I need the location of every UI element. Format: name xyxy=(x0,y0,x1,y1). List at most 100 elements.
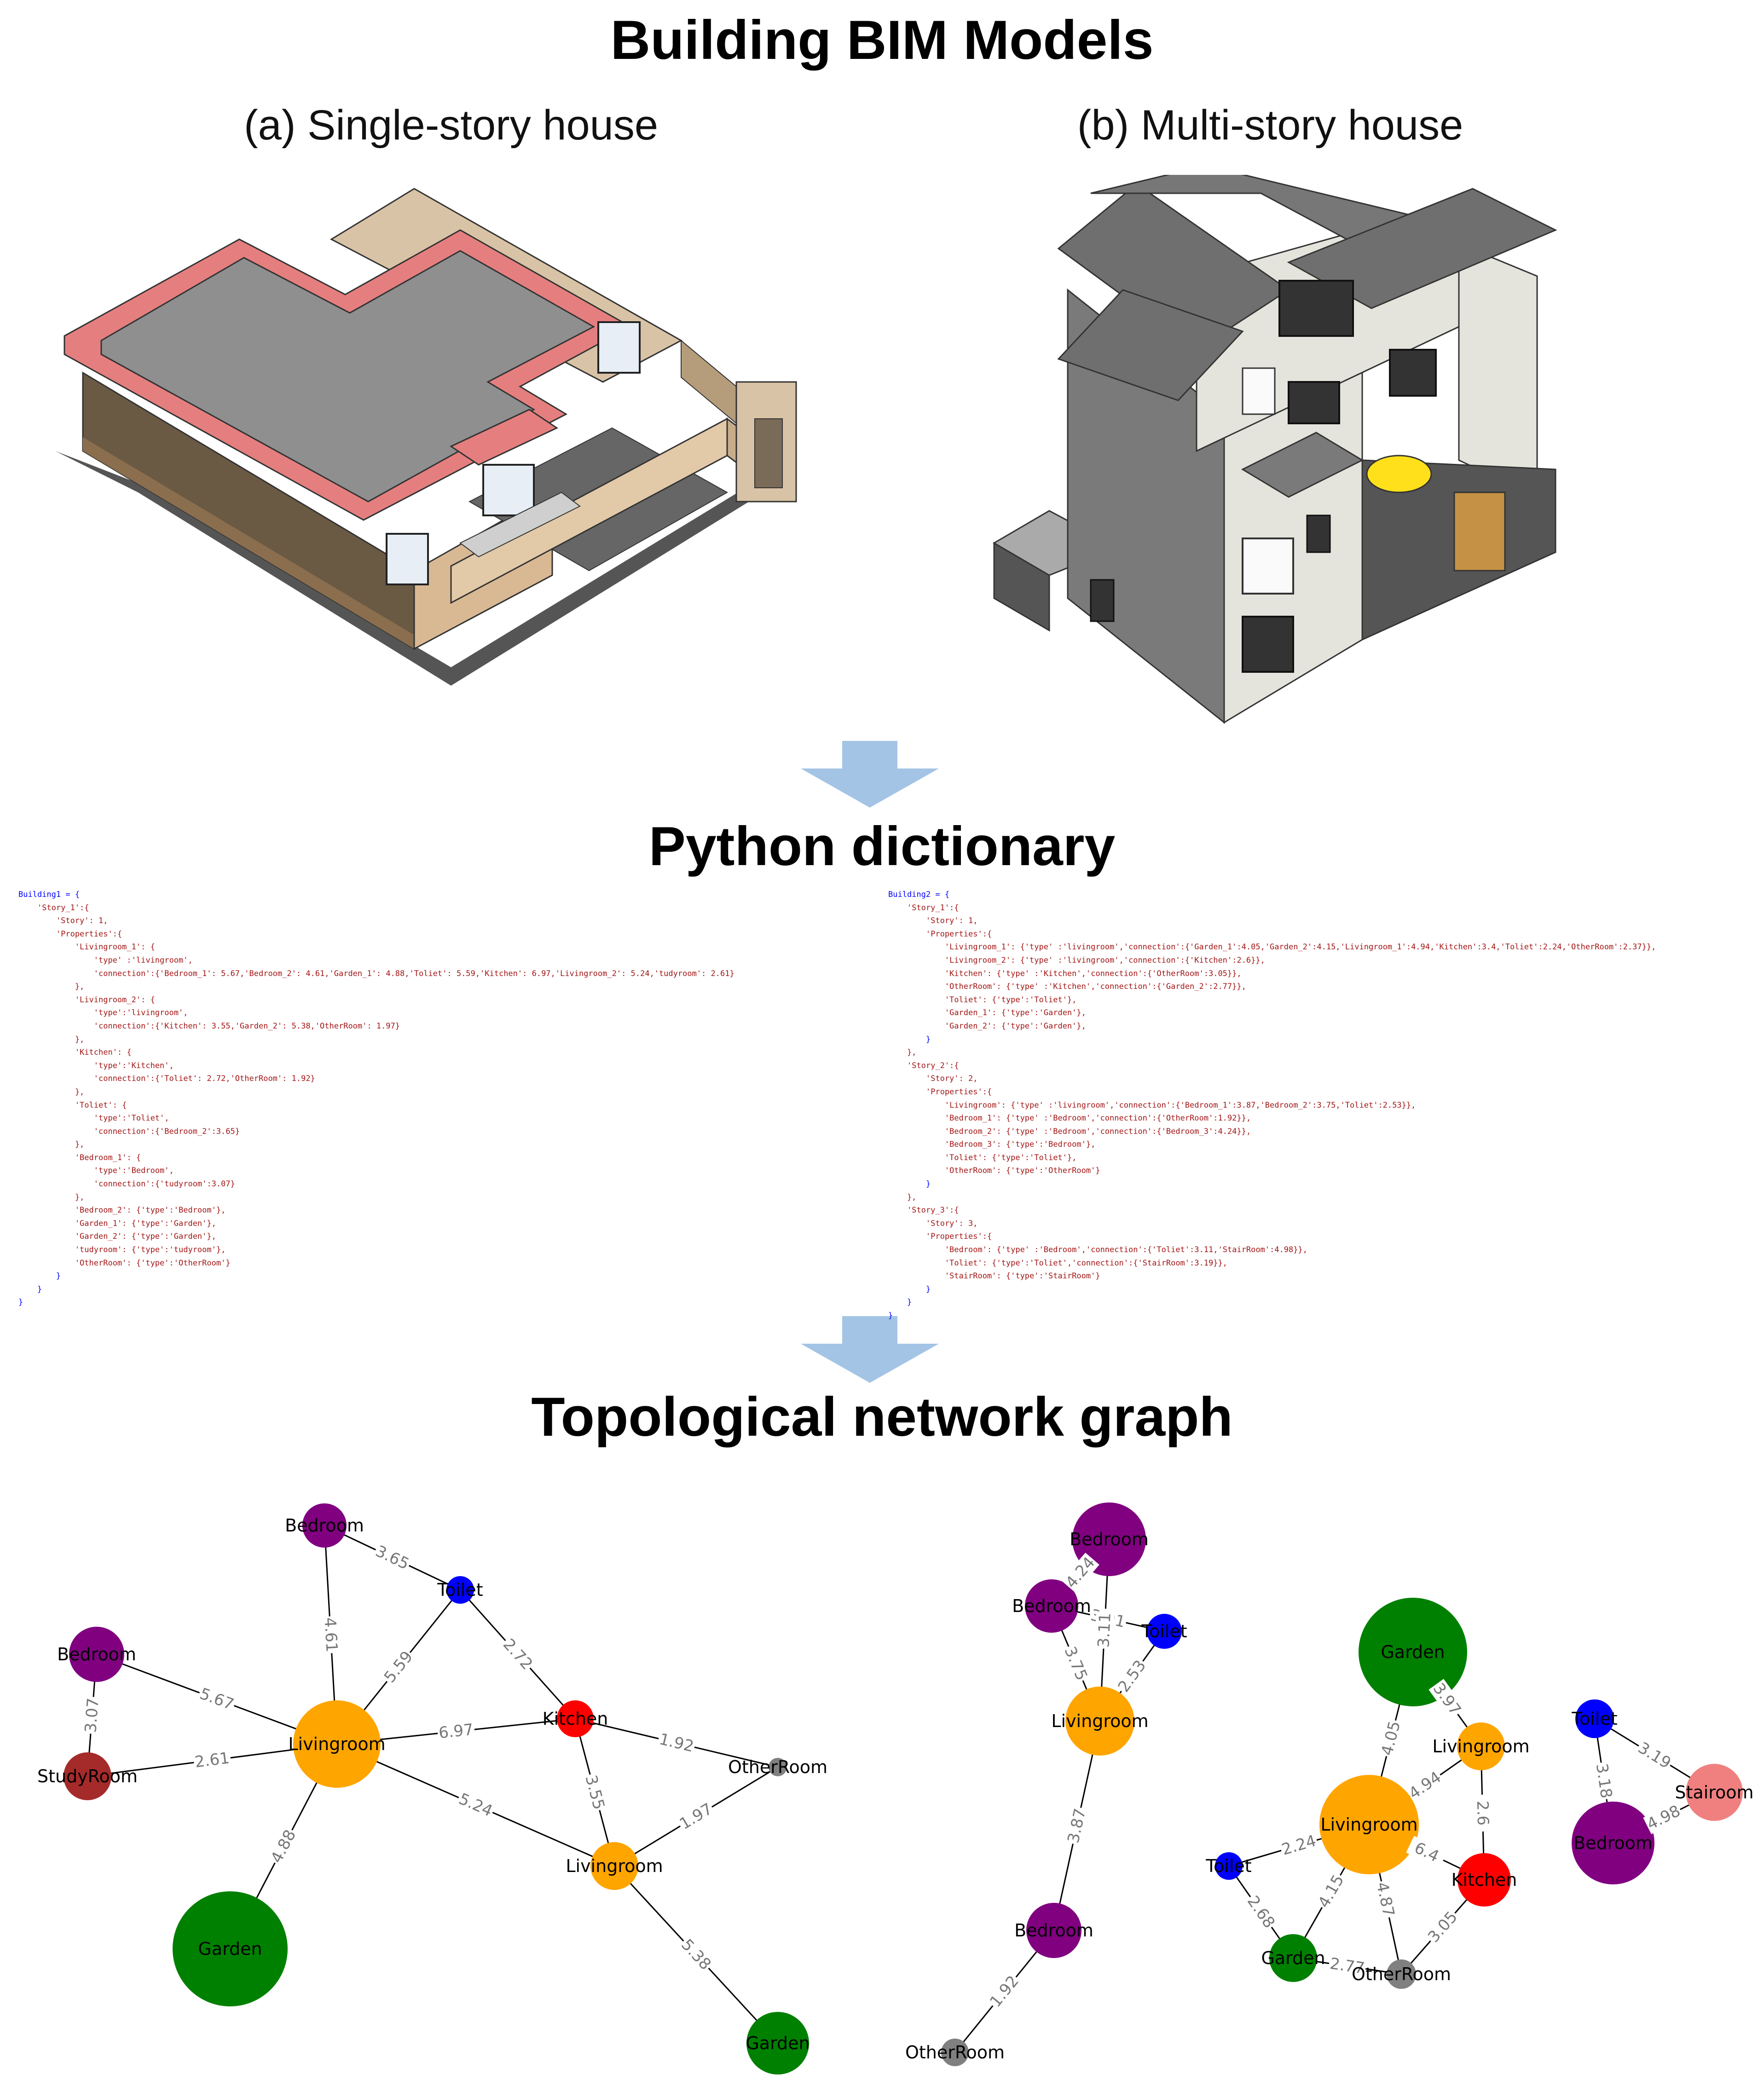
code-line: 'Livingroom': {'type' :'livingroom','con… xyxy=(888,1100,1416,1110)
graph-node-toilet xyxy=(1215,1852,1243,1880)
graph-node-label: Bedroom xyxy=(1573,1833,1653,1853)
graph-node-label: Kitchen xyxy=(1452,1870,1517,1890)
graph-node-bedroom xyxy=(302,1503,347,1548)
down-arrow-2 xyxy=(801,1316,939,1383)
edge-weight-label: 3.75 xyxy=(1060,1644,1091,1683)
code-line: 'Livingroom_2': { xyxy=(18,995,155,1005)
edge-label-background xyxy=(581,1772,609,1813)
edge-label-background xyxy=(371,1541,413,1574)
code-line: }, xyxy=(888,1048,917,1057)
code-line: }, xyxy=(18,1034,85,1044)
edge-label-background xyxy=(1094,1611,1115,1649)
code-line: }, xyxy=(888,1192,917,1202)
code-line: } xyxy=(888,1179,931,1189)
code-line: 'Livingroom_2': {'type' :'livingroom','c… xyxy=(888,955,1265,965)
code-line: } xyxy=(888,1034,931,1044)
graph-node-label: Toilet xyxy=(437,1580,483,1600)
code-line: } xyxy=(888,1284,931,1294)
edge-label-background xyxy=(196,1684,237,1715)
edge-weight-label: 3.07 xyxy=(81,1697,103,1733)
code-line: 'Toliet': {'type':'Toliet'}, xyxy=(888,995,1077,1005)
edge-label-background xyxy=(675,1799,717,1834)
main-title: Building BIM Models xyxy=(610,9,1154,71)
building2-code-block: Building2 = { 'Story_1':{ 'Story': 1, 'P… xyxy=(888,888,1656,1323)
edge-label-background xyxy=(1377,1718,1405,1759)
graph-node-studyroom xyxy=(64,1752,111,1800)
edge-label-background xyxy=(1243,1891,1279,1933)
code-line: }, xyxy=(18,1192,85,1202)
edge-label-background xyxy=(1372,1879,1398,1919)
graph-node-toilet xyxy=(1147,1614,1182,1649)
edge-weight-label: 5.24 xyxy=(456,1790,495,1820)
code-line: } xyxy=(18,1284,42,1294)
edge-label-background xyxy=(1423,1907,1462,1947)
code-line: 'Toliet': {'type':'Toliet','connection':… xyxy=(888,1258,1227,1268)
edge-weight-label: 5.59 xyxy=(381,1647,417,1686)
graph-node-label: Garden xyxy=(198,1939,262,1959)
edge-label-background xyxy=(1278,1831,1319,1860)
code-line: 'OtherRoom': {'type':'OtherRoom'} xyxy=(888,1166,1100,1176)
code-line: 'Properties':{ xyxy=(888,1232,992,1242)
graph-node-livingroom xyxy=(1065,1687,1134,1756)
edge-weight-label: 2.61 xyxy=(194,1749,231,1771)
building1-code-block: Building1 = { 'Story_1':{ 'Story': 1, 'P… xyxy=(18,888,735,1309)
multi-story-house-illustration xyxy=(993,175,1557,724)
edge-weight-label: 3.55 xyxy=(581,1773,608,1811)
code-line: 'Story_1':{ xyxy=(18,903,89,913)
edge-weight-label: 2.24 xyxy=(1280,1832,1319,1859)
edge-weight-label: 4.98 xyxy=(1644,1802,1683,1834)
graph-node-label: Bedroom xyxy=(57,1644,136,1664)
code-line: 'tudyroom': {'type':'tudyroom'}, xyxy=(18,1245,226,1255)
code-line: }, xyxy=(18,1087,85,1097)
graph-node-stairroom xyxy=(1686,1764,1743,1821)
edge-weight-label: 3.18 xyxy=(1592,1762,1616,1800)
graph-node-bedroom xyxy=(1025,1579,1078,1633)
edge-label-background xyxy=(1592,1761,1616,1801)
edge-weight-label: 3.87 xyxy=(1064,1807,1089,1845)
graph-node-kitchen xyxy=(557,1700,594,1737)
edge-weight-label: 2.6 xyxy=(1473,1800,1492,1826)
code-line: } xyxy=(18,1271,61,1281)
edge-label-background xyxy=(192,1749,232,1772)
edge-weight-label: 2.72 xyxy=(499,1635,536,1673)
graph-node-label: Livingroom xyxy=(1432,1736,1529,1756)
graph-node-toilet xyxy=(1575,1699,1614,1738)
code-line: 'Garden_2': {'type':'Garden'}, xyxy=(18,1232,216,1242)
edge-weight-label: 1.92 xyxy=(986,1972,1023,2011)
graph-node-garden xyxy=(1359,1598,1467,1706)
edge-label-background xyxy=(1406,1836,1447,1869)
code-line: 'Story': 1, xyxy=(18,916,108,926)
code-line: 'connection':{'Bedroom_2':3.65} xyxy=(18,1127,240,1136)
graph-node-livingroom xyxy=(293,1700,381,1788)
graph-node-otherroom xyxy=(1387,1959,1416,1989)
subtitle-single-story: (a) Single-story house xyxy=(244,102,658,149)
graph-node-label: Bedroom xyxy=(1012,1596,1091,1616)
code-line: 'type' :'livingroom', xyxy=(18,955,193,965)
code-line: 'Livingroom_1': { xyxy=(18,942,155,952)
code-line: Building2 = { xyxy=(888,890,950,899)
edge-label-background xyxy=(656,1729,697,1756)
graph-node-otherroom xyxy=(941,2039,969,2066)
code-line: }, xyxy=(18,982,85,992)
graph-node-bedroom xyxy=(1026,1903,1082,1958)
code-line: 'Garden_1': {'type':'Garden'}, xyxy=(888,1008,1086,1018)
code-line: 'type':'Toliet', xyxy=(18,1114,169,1123)
graph-node-label: Bedroom xyxy=(1014,1920,1093,1941)
edge-label-background xyxy=(380,1647,417,1687)
graph-node-label: Stairoom xyxy=(1675,1782,1753,1803)
code-line: 'type':'Bedroom', xyxy=(18,1166,174,1176)
graph-node-label: Livingroom xyxy=(566,1856,663,1876)
graph-node-label: Garden xyxy=(1261,1948,1325,1968)
graph-node-kitchen xyxy=(1457,1853,1511,1907)
graph-node-garden xyxy=(1269,1934,1317,1982)
code-line: 'Bedroom_3': {'type':'Bedroom'}, xyxy=(888,1140,1096,1150)
code-line: 'Story': 1, xyxy=(888,916,978,926)
graph-node-otherroom xyxy=(769,1758,787,1776)
graph-node-label: Livingroom xyxy=(288,1734,385,1754)
edge-label-background xyxy=(1060,1643,1092,1684)
graph-node-label: Toilet xyxy=(1571,1709,1617,1729)
code-line: 'Bedroom_2': {'type' :'Bedroom','connect… xyxy=(888,1127,1251,1136)
code-line: 'Kitchen': { xyxy=(18,1048,132,1057)
edge-label-background xyxy=(1405,1767,1446,1804)
code-line: 'Properties':{ xyxy=(888,929,992,939)
